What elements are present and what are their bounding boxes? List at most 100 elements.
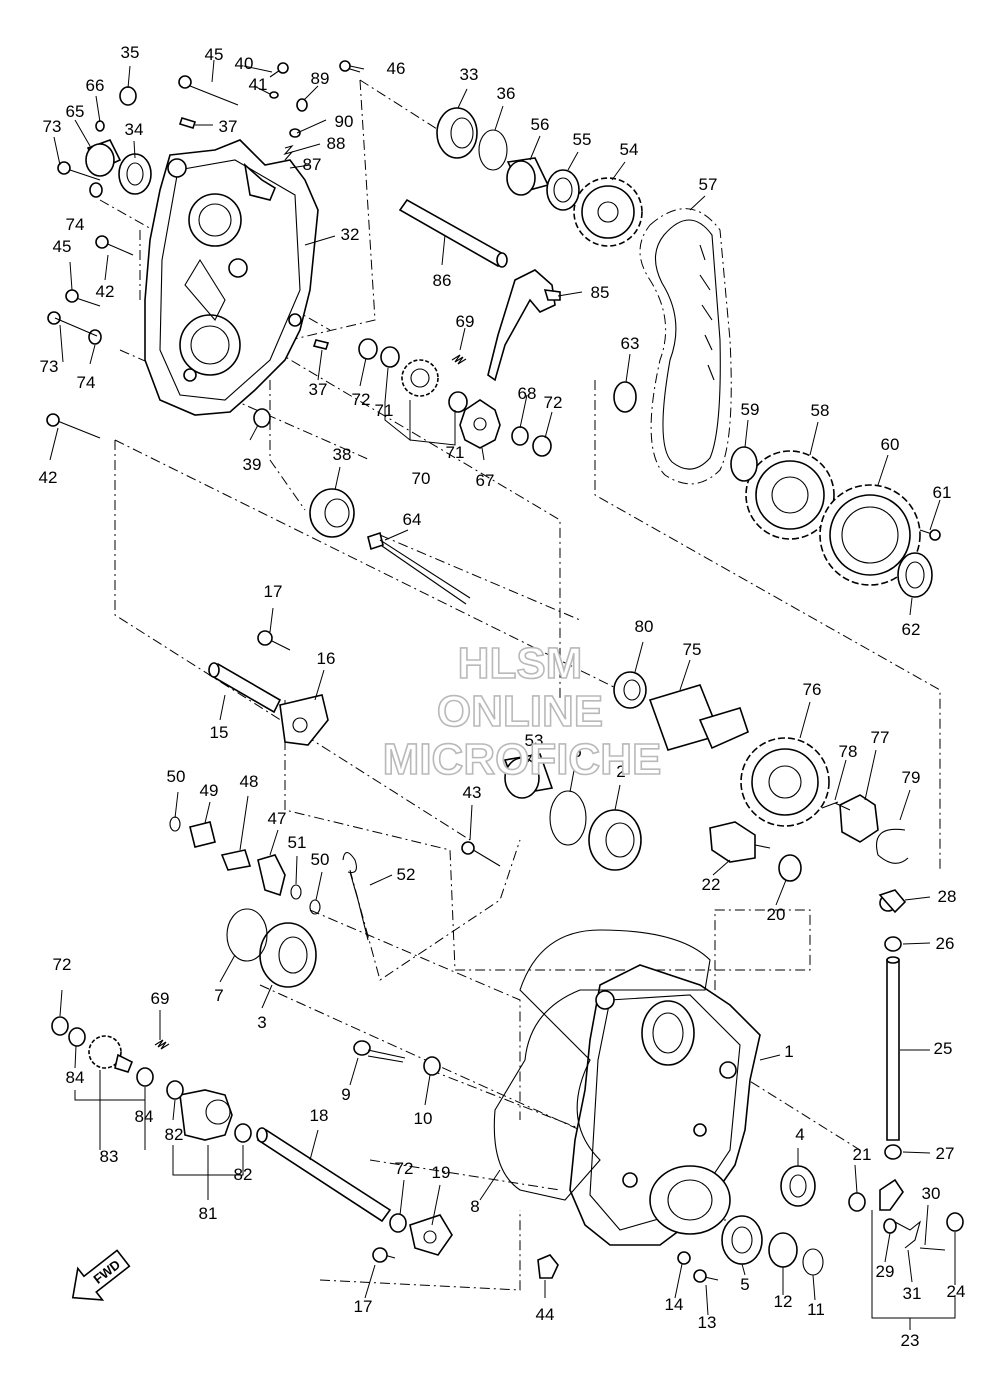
part-label-1: 1 [784,1042,793,1061]
part-label-47: 47 [268,809,287,828]
part-label-32: 32 [341,225,360,244]
part-label-67: 67 [476,471,495,490]
watermark-line-2: ONLINE [437,687,603,736]
part-label-73: 73 [43,117,62,136]
part-label-86: 86 [433,271,452,290]
part-label-24: 24 [947,1282,966,1301]
part-label-72-4: 72 [395,1159,414,1178]
part-label-72-2: 72 [544,393,563,412]
part-label-39: 39 [243,455,262,474]
watermark-line-1: HLSM [458,639,583,688]
part-label-17-2: 17 [354,1297,373,1316]
part-label-12: 12 [774,1292,793,1311]
part-label-88: 88 [327,134,346,153]
shafts-and-bolts [46,60,964,1283]
part-label-9: 9 [341,1085,350,1104]
part-label-79: 79 [902,768,921,787]
part-label-14: 14 [665,1295,684,1314]
part-label-68: 68 [518,384,537,403]
part-label-54: 54 [620,140,639,159]
part-label-45: 45 [205,45,224,64]
part-label-63: 63 [621,334,640,353]
part-label-82: 82 [165,1125,184,1144]
part-label-77: 77 [871,728,890,747]
part-label-6: 6 [572,742,581,761]
part-label-60: 60 [881,435,900,454]
part-label-50-2: 50 [311,850,330,869]
part-label-26: 26 [936,934,955,953]
part-label-89: 89 [311,69,330,88]
part-label-56: 56 [531,115,550,134]
part-label-66: 66 [86,76,105,95]
part-label-37: 37 [219,117,238,136]
part-label-65: 65 [66,102,85,121]
part-label-25: 25 [934,1039,953,1058]
part-label-50: 50 [167,767,186,786]
part-label-84: 84 [66,1068,85,1087]
part-label-7: 7 [214,986,223,1005]
part-label-57: 57 [699,175,718,194]
part-label-45-2: 45 [53,237,72,256]
watermark-line-3: MICROFICHE [383,735,662,784]
part-label-81: 81 [199,1204,218,1223]
gears [88,177,921,1141]
part-label-11: 11 [807,1300,825,1319]
part-label-10: 10 [414,1109,433,1128]
part-label-43: 43 [463,783,482,802]
part-label-5: 5 [740,1275,749,1294]
part-label-90: 90 [335,112,354,131]
part-label-71-2: 71 [446,443,465,462]
part-label-69-2: 69 [151,989,170,1008]
part-label-27: 27 [936,1144,955,1163]
part-label-13: 13 [698,1313,717,1332]
part-label-21: 21 [853,1145,872,1164]
part-label-29: 29 [876,1262,895,1281]
part-label-72: 72 [352,390,371,409]
part-label-18: 18 [310,1106,329,1125]
part-label-2: 2 [616,762,625,781]
gasket-8 [493,929,711,1201]
part-label-78: 78 [839,742,858,761]
forward-direction-arrow: FWD [71,1249,131,1301]
part-label-40: 40 [235,54,254,73]
part-label-42-2: 42 [39,468,58,487]
part-label-52: 52 [397,865,416,884]
part-label-72-3: 72 [53,955,72,974]
part-label-61: 61 [933,483,952,502]
leader-lines [49,59,956,1330]
part-label-53: 53 [525,731,544,750]
part-label-85: 85 [591,283,610,302]
part-label-80: 80 [635,617,654,636]
lower-housing-1 [569,964,761,1246]
part-label-22: 22 [702,875,721,894]
part-label-46: 46 [387,59,406,78]
part-label-28: 28 [938,887,957,906]
part-label-35: 35 [121,43,140,62]
part-label-44: 44 [536,1305,555,1324]
part-label-71: 71 [375,401,394,420]
part-label-69: 69 [456,312,475,331]
part-label-51: 51 [288,833,307,852]
forward-arrow-icon [71,1249,131,1301]
part-label-16: 16 [317,649,336,668]
part-label-64: 64 [403,510,422,529]
part-label-48: 48 [240,772,259,791]
part-label-74-2: 74 [77,373,96,392]
part-label-41: 41 [249,75,268,94]
part-label-36: 36 [497,84,516,103]
part-label-8: 8 [470,1197,479,1216]
bearings-and-rings [51,86,933,1279]
part-label-76: 76 [803,680,822,699]
part-label-30: 30 [922,1184,941,1203]
part-label-20: 20 [767,905,786,924]
part-label-15: 15 [210,723,229,742]
part-label-75: 75 [683,640,702,659]
part-label-37-2: 37 [309,380,328,399]
part-label-87: 87 [303,155,322,174]
part-label-73-2: 73 [40,357,59,376]
upper-housing-32 [144,139,319,416]
part-label-17: 17 [264,582,283,601]
part-label-19: 19 [432,1163,451,1182]
part-number-labels: 1234567891011121314151617171819202122232… [39,43,966,1350]
